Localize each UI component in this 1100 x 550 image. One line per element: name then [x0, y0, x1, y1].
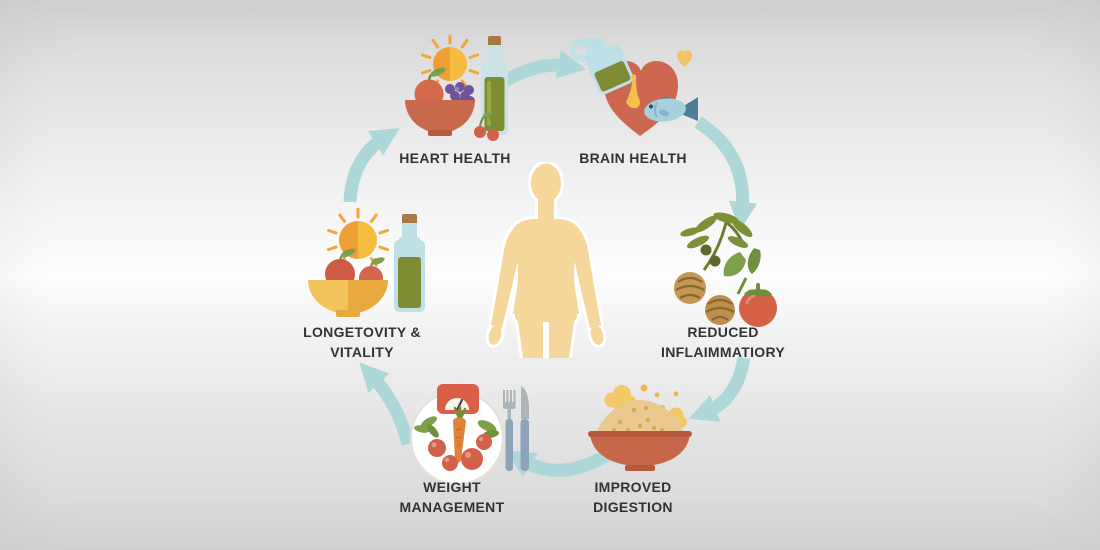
fruit-bowl-sun-bottle-icon — [308, 208, 425, 317]
arrow-reduced-to-improved — [688, 356, 751, 422]
label-improved-digestion: IMPROVED DIGESTION — [593, 477, 673, 517]
label-weight-management: WEIGHT MANAGEMENT — [400, 477, 505, 517]
olive-branch-walnuts-tomato-icon — [674, 212, 777, 327]
arrow-improved-to-weight — [506, 446, 616, 478]
label-line: REDUCED — [687, 324, 759, 340]
veggie-plate-scale-cutlery-icon — [410, 384, 529, 485]
label-heart-health: HEART HEALTH — [399, 148, 510, 168]
label-brain-health: BRAIN HEALTH — [579, 148, 687, 168]
label-line: BRAIN HEALTH — [579, 150, 687, 166]
label-line: INFLAIMMATIORY — [661, 344, 785, 360]
label-line: HEART HEALTH — [399, 150, 511, 166]
arrow-longevity-to-heart — [343, 128, 400, 203]
oil-jug-heart-fish-icon — [570, 38, 698, 136]
label-longevity-vitality: LONGETOVITY & VITALITY — [303, 322, 421, 362]
label-line: DIGESTION — [593, 499, 673, 515]
label-line: VITALITY — [330, 344, 394, 360]
arrow-brain-to-reduced — [694, 116, 758, 231]
label-line: LONGETOVITY & — [303, 324, 421, 340]
arrow-weight-to-longevity — [359, 362, 415, 446]
label-line: WEIGHT — [423, 479, 481, 495]
label-line: MANAGEMENT — [399, 499, 505, 515]
label-line: IMPROVED — [594, 479, 672, 495]
grain-bowl-icon — [588, 384, 692, 471]
human-body-silhouette-icon — [485, 162, 607, 358]
fruit-bowl-sun-olive-oil-icon — [405, 34, 508, 141]
label-reduced-inflammatory: REDUCED INFLAIMMATIORY — [661, 322, 785, 362]
